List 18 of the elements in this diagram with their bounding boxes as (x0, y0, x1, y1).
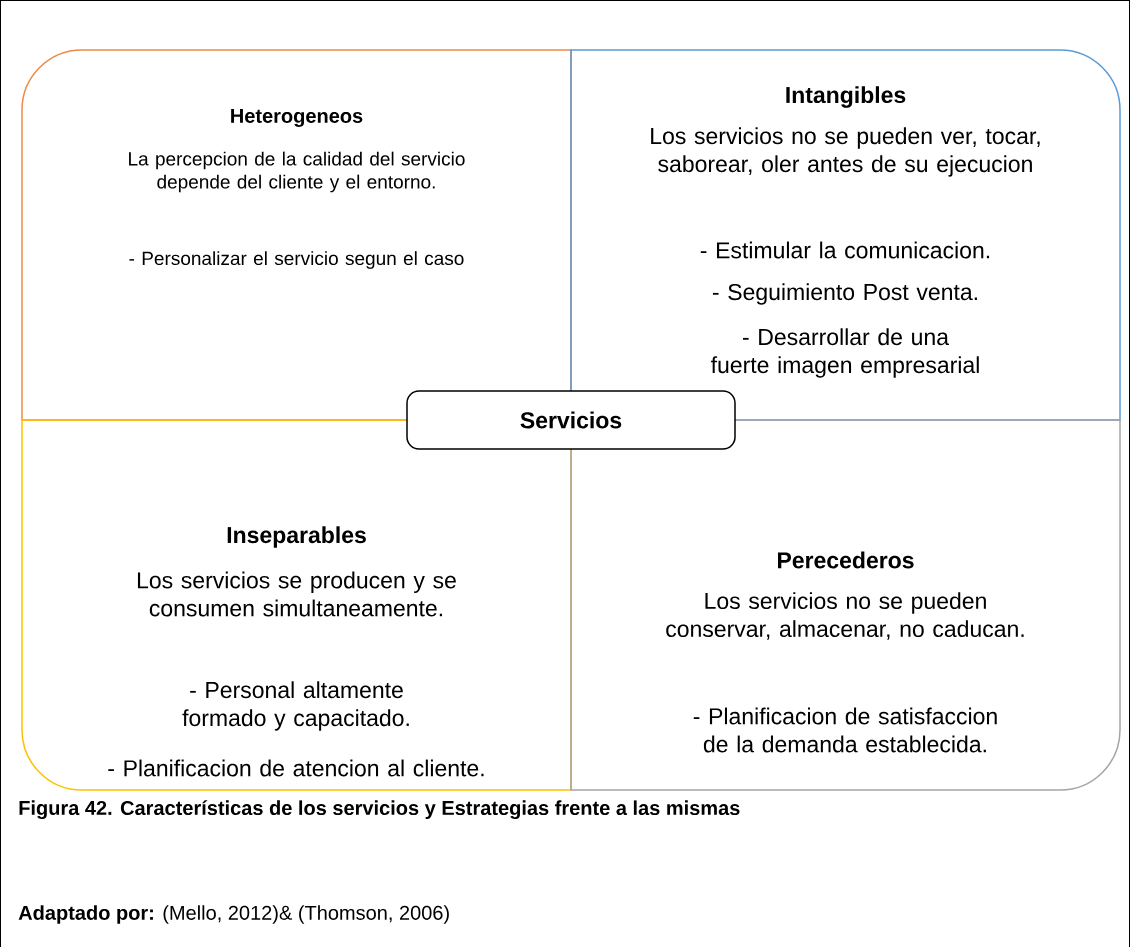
description: La percepcion de la calidad del servicio depende del cliente y el entorno. (129, 151, 465, 193)
center-box: Servicios (406, 390, 736, 450)
heading: Intangibles (786, 86, 906, 108)
strategy: - Personalizar el servicio segun el caso (129, 251, 464, 269)
strategy: - Planificacion de atencion al cliente. (108, 759, 484, 777)
description: Los servicios no se pueden conservar, almacenar, no caducan. (666, 592, 1024, 640)
heading: Perecederos (778, 551, 914, 569)
description: Los servicios se producen y se consumen simultaneamente. (137, 571, 456, 617)
strategy: - Estimular la comunicacion. (700, 241, 990, 259)
heading: Inseparables (227, 526, 366, 548)
strategy: - Desarrollar de una fuerte imagen empresarial (710, 328, 979, 378)
source-note: Adaptado por: (Mello, 2012)& (Thomson, 2006) (18, 905, 449, 924)
heading: Heterogeneos (231, 109, 363, 127)
description: Los servicios no se pueden ver, tocar, saborear, oler antes de su ejecucion (651, 127, 1040, 177)
figure-caption: Figura 42. Características de los servicios y Estrategias frente a las mismas (19, 800, 740, 820)
strategy: - Seguimiento Post venta. (712, 283, 977, 305)
strategy: - Personal altamente formado y capacitado. (182, 681, 409, 731)
strategy: - Planificacion de satisfaccion de la demanda establecida. (693, 707, 997, 753)
